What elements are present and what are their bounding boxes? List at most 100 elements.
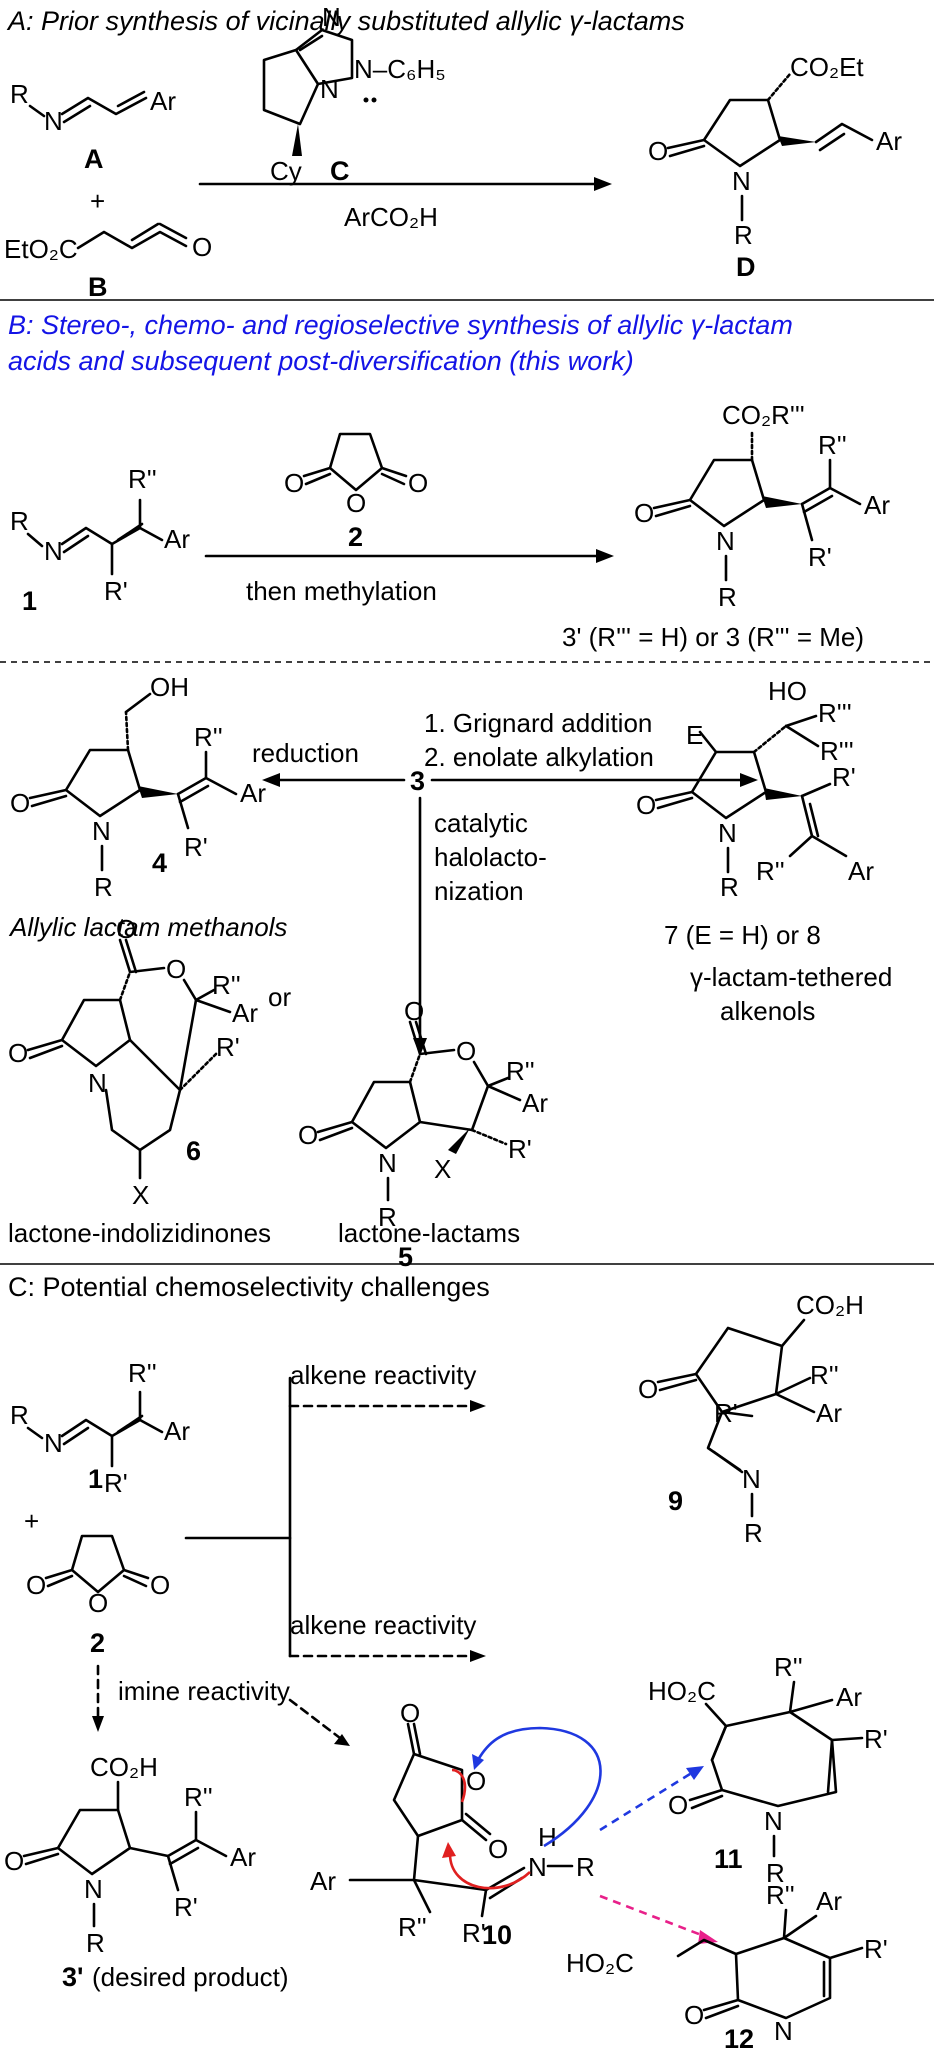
grignard-label: 1. Grignard addition [424,708,652,738]
name-7b: alkenols [720,996,815,1026]
svg-text:R: R [94,872,113,902]
label-d: D [736,252,756,282]
svg-text:X: X [132,1180,149,1210]
svg-text:R'': R'' [506,1056,535,1086]
alkene-label-1: alkene reactivity [290,1360,476,1390]
svg-text:O: O [638,1374,658,1404]
plus-a: + [90,186,105,216]
svg-text:O: O [648,136,668,166]
label-2-c: 2 [90,1628,105,1658]
svg-text:Ar: Ar [522,1088,548,1118]
svg-text:R': R' [184,832,208,862]
label-b: B [88,272,108,302]
svg-text:OH: OH [150,672,189,702]
compound-4: O N R OH R'' Ar R' 4 Allylic lactam meth… [8,672,287,942]
svg-text:R': R' [104,1468,128,1498]
svg-text:N: N [742,1464,761,1494]
svg-text:R'': R'' [194,722,223,752]
svg-text:N: N [320,74,339,104]
compound-6: O N X O O R'' Ar R' or 6 lactone-indoliz… [8,914,291,1248]
catalytic-label-1: catalytic [434,808,528,838]
svg-text:R'': R'' [774,1652,803,1682]
svg-text:Ar: Ar [164,524,190,554]
svg-text:R: R [720,872,739,902]
label-3-center: 3 [410,766,425,796]
enolate-label: 2. enolate alkylation [424,742,654,772]
catalyst-c: N N–C₆H₅ N Cy C [262,2,446,186]
svg-text:O: O [636,790,656,820]
svg-text:Ar: Ar [164,1416,190,1446]
svg-text:CO₂Et: CO₂Et [790,52,864,82]
svg-text:O: O [346,488,366,518]
anhydride-2: O O O 2 [284,432,428,552]
svg-text:Ar: Ar [232,998,258,1028]
reduction-label: reduction [252,738,359,768]
svg-text:O: O [684,2000,704,2030]
label-10: 10 [482,1920,512,1950]
svg-text:R: R [744,1518,763,1548]
desired-label: (desired product) [92,1962,289,1992]
svg-text:O: O [166,954,186,984]
svg-text:O: O [116,914,136,944]
compound-10: O O O Ar R'' R' N R H 10 [310,1698,602,1950]
svg-text:N: N [774,2016,793,2046]
svg-text:R': R' [832,762,856,792]
compound-b: EtO₂C O B [4,222,212,302]
svg-text:R: R [734,220,753,250]
svg-text:CO₂R''': CO₂R''' [722,400,805,430]
svg-text:O: O [150,1570,170,1600]
compound-3p-c: O N R CO₂H R'' Ar R' 3' (desired product… [4,1752,289,1992]
svg-text:N: N [716,526,735,556]
svg-text:Ar: Ar [310,1866,336,1896]
svg-text:Ar: Ar [150,86,176,116]
svg-text:Ar: Ar [876,126,902,156]
svg-text:R'': R'' [766,1880,795,1910]
svg-text:EtO₂C: EtO₂C [4,234,78,264]
svg-text:CO₂H: CO₂H [796,1290,864,1320]
svg-text:R': R' [808,542,832,572]
imine-label: imine reactivity [118,1676,290,1706]
svg-text:R'': R'' [810,1360,839,1390]
label-3-product: 3' (R''' = H) or 3 (R''' = Me) [562,622,864,652]
svg-text:O: O [26,1570,46,1600]
svg-text:N: N [84,1874,103,1904]
svg-text:O: O [298,1120,318,1150]
section-b-header-line2: acids and subsequent post-diversificatio… [8,346,634,376]
section-a-header: A: Prior synthesis of vicinally substitu… [6,6,685,36]
svg-text:R'': R'' [756,856,785,886]
svg-text:Ar: Ar [816,1398,842,1428]
svg-text:O: O [10,788,30,818]
label-1: 1 [22,586,37,616]
condition-methylation: then methylation [246,576,437,606]
svg-text:R': R' [174,1892,198,1922]
label-1-c: 1 [88,1464,103,1494]
svg-text:X: X [434,1154,451,1184]
svg-text:R': R' [508,1134,532,1164]
label-a: A [84,144,104,174]
svg-text:H: H [538,1822,557,1852]
name-6: lactone-indolizidinones [8,1218,271,1248]
svg-text:N: N [92,816,111,846]
label-11: 11 [714,1844,743,1874]
svg-text:N: N [44,1428,63,1458]
svg-text:Ar: Ar [836,1682,862,1712]
compound-5: O N R O O R'' Ar R' X 5 lactone-lactams [298,996,548,1272]
svg-text:O: O [400,1698,420,1728]
catalytic-label-3: nization [434,876,524,906]
section-b-header-line1: B: Stereo-, chemo- and regioselective sy… [8,310,793,340]
svg-text:N: N [322,2,341,32]
label-3p-c: 3' [62,1962,83,1992]
svg-text:R'': R'' [128,464,157,494]
svg-text:O: O [8,1038,28,1068]
svg-text:O: O [88,1588,108,1618]
svg-text:R: R [10,79,29,109]
svg-text:O: O [192,232,212,262]
svg-text:E: E [686,720,703,750]
svg-text:HO₂C: HO₂C [648,1676,716,1706]
compound-9: O CO₂H R'' Ar R' N R 9 [638,1290,864,1548]
svg-text:HO₂C: HO₂C [566,1948,634,1978]
compound-a: R N Ar A [10,79,176,174]
svg-text:R: R [86,1928,105,1958]
plus-c: + [24,1506,39,1536]
